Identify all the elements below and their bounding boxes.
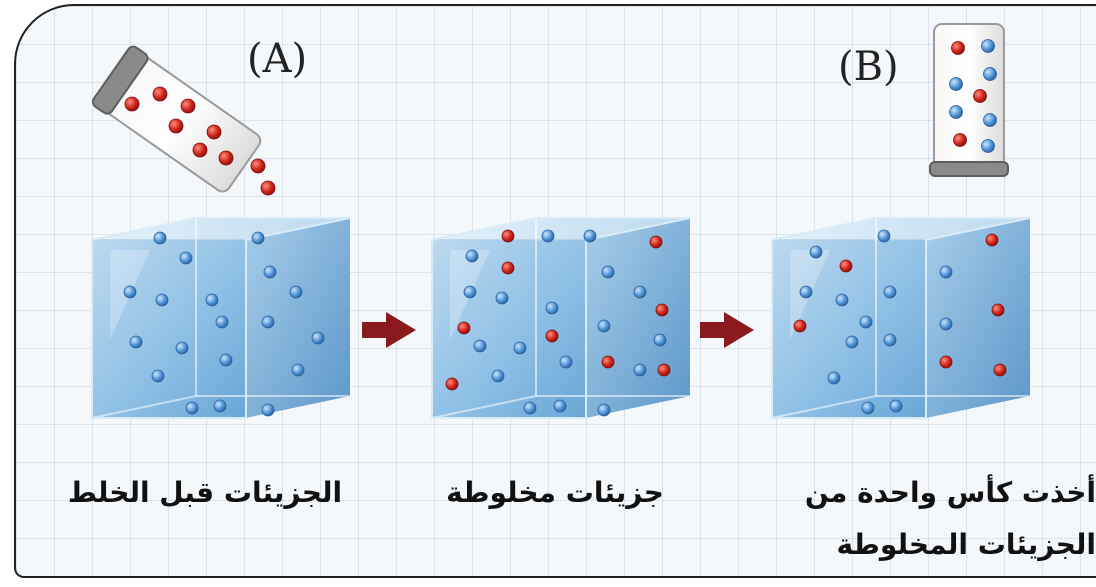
red-molecule	[839, 259, 853, 273]
label-b: (B)	[838, 44, 899, 90]
red-molecule	[152, 86, 168, 102]
blue-molecule	[463, 285, 477, 299]
red-molecule	[260, 180, 276, 196]
caption-mixed: جزيئات مخلوطة	[446, 476, 664, 509]
blue-molecule	[129, 335, 143, 349]
blue-molecule	[215, 315, 229, 329]
blue-molecule	[491, 369, 505, 383]
blue-molecule	[809, 245, 823, 259]
blue-molecule	[583, 229, 597, 243]
blue-molecule	[859, 315, 873, 329]
blue-molecule	[513, 341, 527, 355]
red-molecule	[206, 124, 222, 140]
red-molecule	[601, 355, 615, 369]
blue-molecule	[835, 293, 849, 307]
blue-molecule	[553, 399, 567, 413]
blue-molecule	[633, 363, 647, 377]
red-molecule	[973, 89, 987, 103]
blue-molecule	[219, 353, 233, 367]
red-molecule	[991, 303, 1005, 317]
cube-unmixed	[91, 217, 351, 419]
blue-molecule	[545, 301, 559, 315]
blue-molecule	[205, 293, 219, 307]
red-molecule	[951, 41, 965, 55]
blue-molecule	[311, 331, 325, 345]
blue-molecule	[939, 317, 953, 331]
blue-molecule	[495, 291, 509, 305]
blue-molecule	[261, 315, 275, 329]
caption-unmixed: الجزيئات قبل الخلط	[67, 476, 343, 509]
blue-molecule	[845, 335, 859, 349]
blue-molecule	[263, 265, 277, 279]
blue-molecule	[473, 339, 487, 353]
red-molecule	[218, 150, 234, 166]
blue-molecule	[251, 231, 265, 245]
blue-molecule	[291, 363, 305, 377]
blue-molecule	[799, 285, 813, 299]
red-molecule	[545, 329, 559, 343]
red-molecule	[939, 355, 953, 369]
red-molecule	[655, 303, 669, 317]
red-molecule	[180, 98, 196, 114]
blue-molecule	[123, 285, 137, 299]
blue-molecule	[939, 265, 953, 279]
blue-molecule	[883, 333, 897, 347]
blue-molecule	[597, 403, 611, 417]
blue-molecule	[883, 285, 897, 299]
blue-molecule	[151, 369, 165, 383]
blue-molecule	[633, 285, 647, 299]
blue-molecule	[559, 355, 573, 369]
red-molecule	[124, 96, 140, 112]
blue-molecule	[261, 403, 275, 417]
blue-molecule	[601, 265, 615, 279]
blue-molecule	[981, 39, 995, 53]
caption-sample-line2: الجزيئات المخلوطة	[836, 528, 1096, 561]
blue-molecule	[827, 371, 841, 385]
blue-molecule	[523, 401, 537, 415]
red-molecule	[457, 321, 471, 335]
cube-sample	[771, 217, 1031, 419]
blue-molecule	[889, 399, 903, 413]
red-molecule	[657, 363, 671, 377]
blue-molecule	[597, 319, 611, 333]
red-molecule	[501, 229, 515, 243]
red-molecule	[953, 133, 967, 147]
red-molecule	[168, 118, 184, 134]
caption-sample-line1: أخذت كأس واحدة من	[804, 476, 1096, 509]
red-molecule	[192, 142, 208, 158]
blue-molecule	[289, 285, 303, 299]
blue-molecule	[213, 399, 227, 413]
label-a: (A)	[247, 36, 308, 82]
blue-molecule	[981, 139, 995, 153]
blue-molecule	[949, 105, 963, 119]
blue-molecule	[175, 341, 189, 355]
blue-molecule	[541, 229, 555, 243]
arrow-right	[362, 312, 416, 348]
red-molecule	[793, 319, 807, 333]
blue-molecule	[653, 333, 667, 347]
blue-molecule	[877, 229, 891, 243]
arrow-right	[700, 312, 754, 348]
blue-molecule	[983, 113, 997, 127]
blue-molecule	[153, 231, 167, 245]
blue-molecule	[983, 67, 997, 81]
blue-molecule	[465, 249, 479, 263]
red-molecule	[985, 233, 999, 247]
blue-molecule	[185, 401, 199, 415]
red-molecule	[993, 363, 1007, 377]
blue-molecule	[949, 77, 963, 91]
red-molecule	[445, 377, 459, 391]
cube-mixed	[431, 217, 691, 419]
molecules	[123, 39, 1007, 417]
blue-molecule	[155, 293, 169, 307]
red-molecule	[250, 158, 266, 174]
red-molecule	[501, 261, 515, 275]
sample-glass	[929, 23, 1009, 177]
blue-molecule	[861, 401, 875, 415]
blue-molecule	[179, 251, 193, 265]
red-molecule	[649, 235, 663, 249]
